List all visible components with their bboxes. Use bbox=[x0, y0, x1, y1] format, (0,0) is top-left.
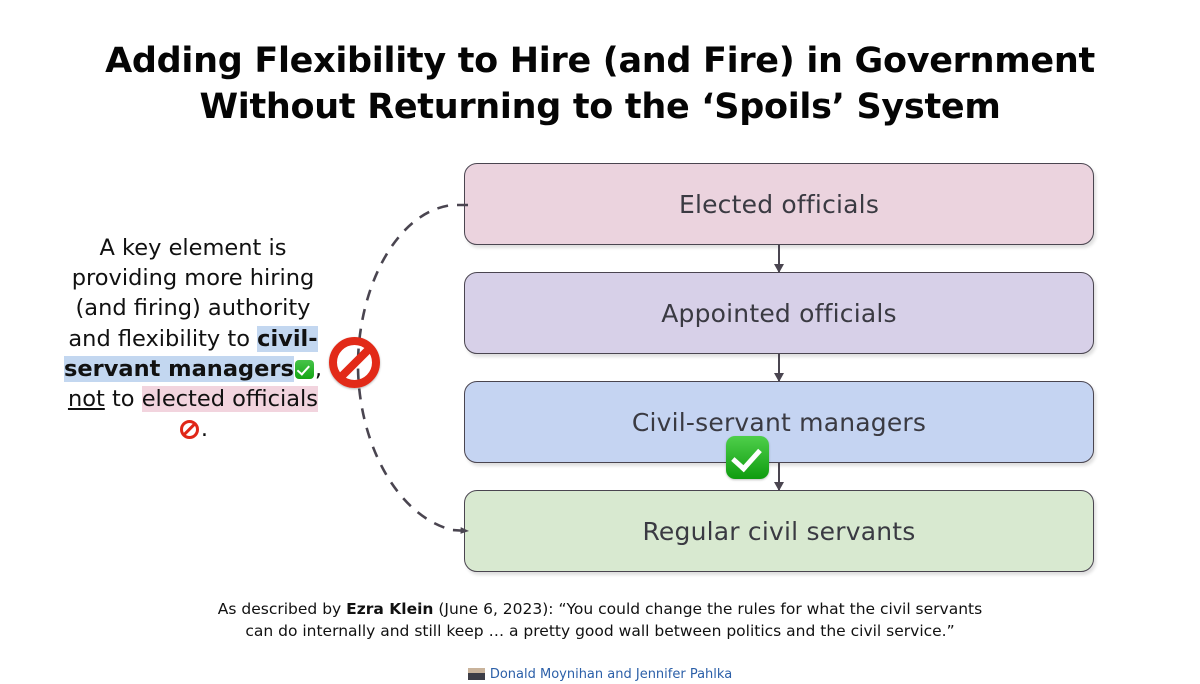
page-title: Adding Flexibility to Hire (and Fire) in… bbox=[0, 38, 1200, 130]
footer-quote-line-1: “You could change the rules for what the… bbox=[558, 600, 983, 618]
prohibited-ring bbox=[329, 337, 380, 388]
side-note-to: to bbox=[104, 386, 142, 413]
prohibited-icon bbox=[179, 420, 199, 440]
white-check-mark-icon bbox=[294, 359, 314, 379]
side-note-emphasis-not: not bbox=[67, 386, 105, 413]
footer-author: Ezra Klein bbox=[346, 600, 434, 618]
flow-arrow-down-3 bbox=[778, 463, 780, 490]
title-line-2: Without Returning to the ‘Spoils’ System bbox=[199, 87, 1001, 127]
footer-prefix: As described by bbox=[217, 600, 347, 618]
flow-box-label: Appointed officials bbox=[661, 298, 897, 328]
flow-box-elected-officials[interactable]: Elected officials bbox=[464, 163, 1094, 245]
side-note-comma: , bbox=[314, 355, 323, 382]
side-note-lead: A key element is providing more hiring (… bbox=[68, 235, 315, 352]
thumbnail-image-icon bbox=[467, 668, 485, 680]
footer-line-2: can do internally and still keep … a pre… bbox=[0, 620, 1200, 642]
flow-box-regular-civil-servants[interactable]: Regular civil servants bbox=[464, 490, 1094, 572]
side-note-period: . bbox=[200, 416, 209, 443]
side-note: A key element is providing more hiring (… bbox=[58, 233, 328, 444]
footer-line-1: As described by Ezra Klein (June 6, 2023… bbox=[0, 598, 1200, 620]
flow-box-label: Civil-servant managers bbox=[631, 407, 927, 437]
flow-arrow-down-2 bbox=[778, 354, 780, 381]
hierarchy-flowchart: Elected officials Appointed officials Ci… bbox=[464, 163, 1094, 573]
white-check-mark-icon bbox=[726, 436, 769, 479]
title-line-1: Adding Flexibility to Hire (and Fire) in… bbox=[105, 41, 1095, 81]
flow-box-civil-servant-managers[interactable]: Civil-servant managers bbox=[464, 381, 1094, 463]
footer-attribution: As described by Ezra Klein (June 6, 2023… bbox=[0, 598, 1200, 642]
bypass-dashed-curve bbox=[356, 203, 469, 534]
side-note-highlight-pink: elected officials bbox=[141, 386, 319, 413]
flow-box-label: Regular civil servants bbox=[642, 516, 916, 546]
footer-date: (June 6, 2023): bbox=[433, 600, 559, 618]
flow-box-appointed-officials[interactable]: Appointed officials bbox=[464, 272, 1094, 354]
flow-arrow-down-1 bbox=[778, 245, 780, 272]
prohibited-icon bbox=[329, 337, 380, 388]
bottom-credit[interactable]: Donald Moynihan and Jennifer Pahlka bbox=[0, 666, 1200, 684]
footer-quote-line-2: can do internally and still keep … a pre… bbox=[245, 622, 955, 640]
flow-box-label: Elected officials bbox=[678, 189, 880, 219]
